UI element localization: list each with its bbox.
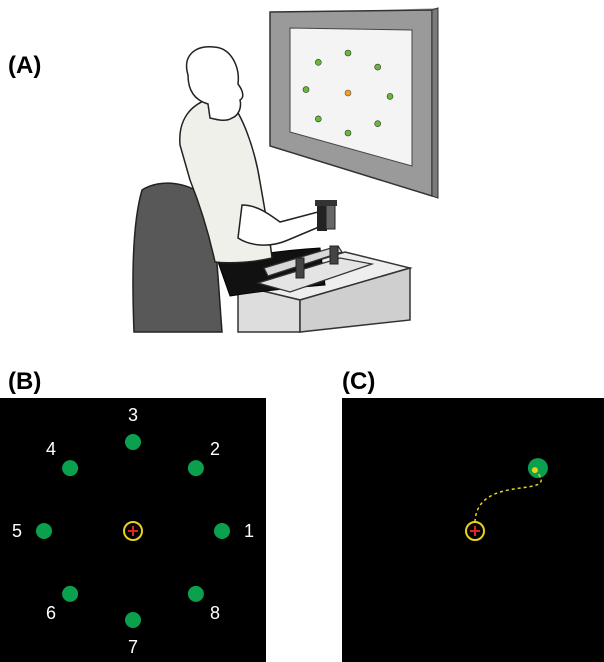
target-label-8: 8 xyxy=(210,603,220,623)
person-head xyxy=(185,46,244,122)
target-6 xyxy=(62,585,79,602)
manipulandum-base xyxy=(255,245,375,293)
target-7 xyxy=(125,612,141,628)
manipulandum-handle xyxy=(315,200,337,231)
monitor-target-dot-2 xyxy=(374,63,382,71)
panel-label-c: (C) xyxy=(342,368,376,395)
target-layout-panel: 1 2 3 4 5 6 7 8 xyxy=(0,398,266,662)
monitor-home-dot xyxy=(344,89,352,97)
cursor-dot xyxy=(531,467,538,474)
target-3 xyxy=(125,434,141,450)
target-2 xyxy=(187,460,204,477)
panel-label-a: (A) xyxy=(8,52,42,79)
home-circle xyxy=(465,521,485,541)
target-4 xyxy=(62,460,79,477)
monitor-target-dots xyxy=(302,49,394,137)
chair xyxy=(132,182,223,333)
home-circle xyxy=(123,521,143,541)
setup-illustration xyxy=(132,7,439,333)
target-label-7: 7 xyxy=(128,637,138,657)
home-position xyxy=(123,521,143,541)
panel-label-b: (B) xyxy=(8,368,42,395)
reach-target xyxy=(527,458,548,479)
target-1 xyxy=(214,523,230,539)
person-arm xyxy=(237,204,328,246)
target-5 xyxy=(36,523,52,539)
monitor-target-dot-7 xyxy=(344,129,352,137)
trajectory-panel xyxy=(342,398,604,662)
target-label-1: 1 xyxy=(244,521,254,541)
monitor-target-dot-6 xyxy=(315,115,322,123)
monitor-target-dot-8 xyxy=(374,120,382,127)
monitor-target-dot-1 xyxy=(386,93,394,100)
target-label-4: 4 xyxy=(46,439,56,459)
monitor-target-dot-3 xyxy=(344,49,352,57)
target-8 xyxy=(187,585,204,602)
monitor-target-dot-5 xyxy=(302,86,310,93)
monitor xyxy=(269,7,439,199)
monitor-target-dot-4 xyxy=(315,58,322,66)
target-label-2: 2 xyxy=(210,439,220,459)
target-label-3: 3 xyxy=(128,405,138,425)
target-label-5: 5 xyxy=(12,521,22,541)
target-label-6: 6 xyxy=(46,603,56,623)
